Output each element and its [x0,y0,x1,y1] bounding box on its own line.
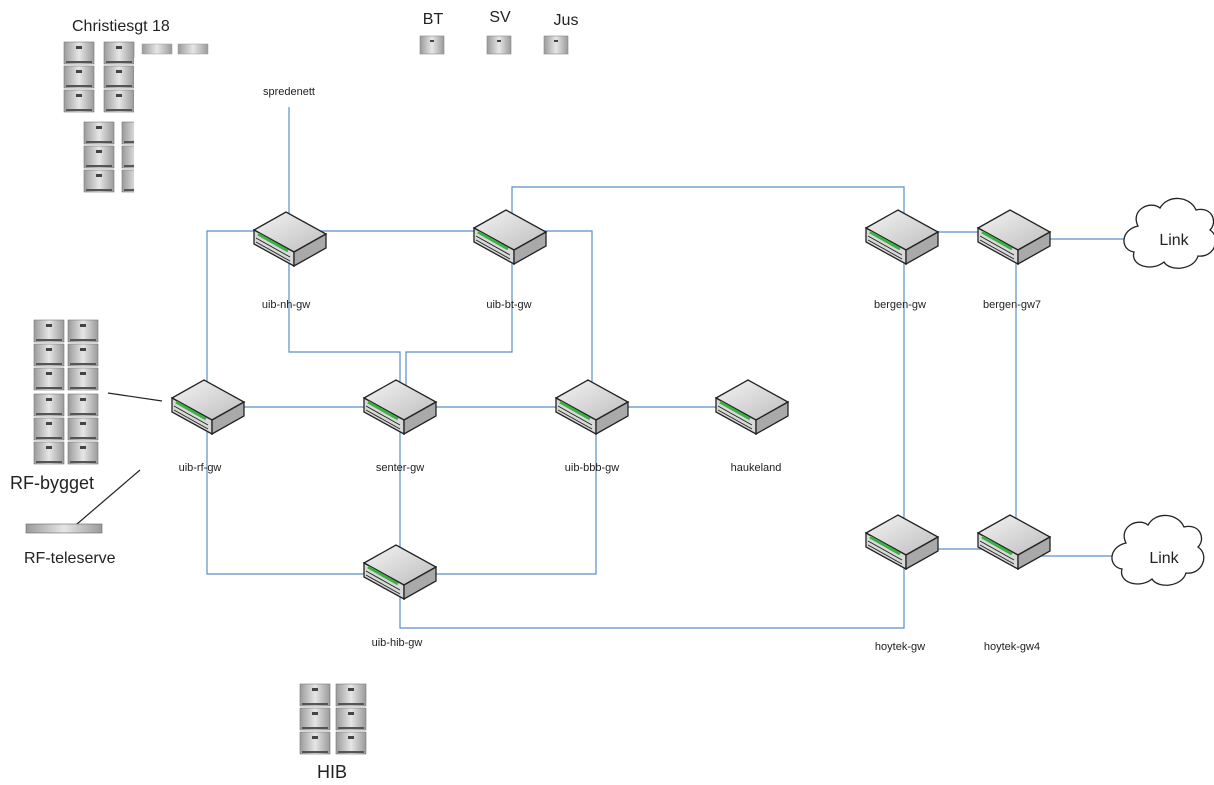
server-icon [103,41,135,113]
site-label: Christiesgt 18 [72,18,170,35]
spredenett-label: spredenett [263,86,315,98]
server-icon [543,35,569,55]
server-icon [33,319,65,391]
router-bergen-gw7[interactable]: bergen-gw7 [976,208,1052,311]
router-label: bergen-gw [874,299,926,311]
cloud-link-top[interactable]: Link [1123,197,1214,269]
server-icon [486,35,512,55]
site-label: SV [489,9,511,26]
router-label: uib-bbb-gw [565,462,619,474]
cloud-label: Link [1159,232,1189,249]
server-icon [299,683,331,755]
site-rf-bygget: RF-bygget [10,319,99,493]
cloud-icon [1111,514,1205,586]
rack-server-icon [25,523,103,534]
router-senter-gw[interactable]: senter-gw [362,378,438,474]
site-jus: Jus [543,12,579,55]
router-label: hoytek-gw [875,641,925,653]
router-uib-bt-gw[interactable]: uib-bt-gw [472,208,548,311]
router-hoytek-gw[interactable]: hoytek-gw [864,513,940,653]
router-label: haukeland [731,462,782,474]
router-icon[interactable] [472,208,548,266]
router-icon[interactable] [976,513,1052,571]
router-icon[interactable] [170,378,246,436]
router-label: uib-nh-gw [262,299,310,311]
router-uib-hib-gw[interactable]: uib-hib-gw [362,543,438,649]
router-icon[interactable] [714,378,790,436]
server-icon [63,41,95,113]
router-icon[interactable] [864,513,940,571]
router-label: hoytek-gw4 [984,641,1040,653]
router-haukeland[interactable]: haukeland [714,378,790,474]
site-rf-teleserver: RF-teleserve [24,523,116,567]
router-label: uib-hib-gw [372,637,423,649]
router-label: uib-bt-gw [486,299,531,311]
server-icon [83,121,115,193]
router-icon[interactable] [362,378,438,436]
server-icon [67,393,99,465]
router-uib-bbb-gw[interactable]: uib-bbb-gw [554,378,630,474]
router-hoytek-gw4[interactable]: hoytek-gw4 [976,513,1052,653]
router-uib-rf-gw[interactable]: uib-rf-gw [170,378,246,474]
site-bt: BT [419,11,445,55]
cloud-icon [1123,197,1214,269]
server-icon [335,683,367,755]
cloud-link-bottom[interactable]: Link [1111,514,1205,586]
router-icon[interactable] [864,208,940,266]
server-icon [33,393,65,465]
router-label: uib-rf-gw [179,462,222,474]
server-icon [67,319,99,391]
site-label: HIB [317,762,347,782]
site-christiesgt: Christiesgt 18 [63,18,209,193]
router-label: bergen-gw7 [983,299,1041,311]
cloud-label: Link [1149,550,1179,567]
site-hib: HIB [299,683,367,782]
site-label: BT [423,11,444,28]
router-uib-nh-gw[interactable]: uib-nh-gw [252,210,328,311]
network-links [69,107,1136,629]
image-crop-mask [134,58,194,198]
router-icon[interactable] [554,378,630,436]
router-icon[interactable] [362,543,438,601]
router-icon[interactable] [252,210,328,268]
router-label: senter-gw [376,462,424,474]
site-label: RF-teleserve [24,550,116,567]
router-bergen-gw[interactable]: bergen-gw [864,208,940,311]
site-label: RF-bygget [10,473,94,493]
router-icon[interactable] [976,208,1052,266]
switch-icon [141,43,173,55]
site-sv: SV [486,9,512,55]
server-icon [419,35,445,55]
site-label: Jus [554,12,579,29]
switch-icon [177,43,209,55]
